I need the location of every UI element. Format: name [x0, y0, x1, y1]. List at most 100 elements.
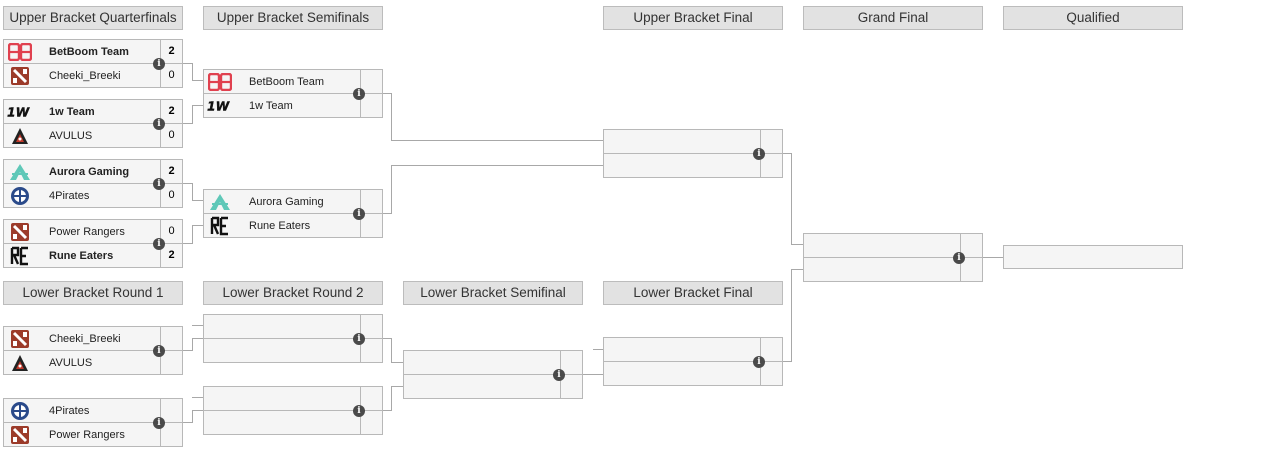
- team-name: Power Rangers: [49, 225, 125, 238]
- team-slot[interactable]: [604, 130, 760, 153]
- header-lower-bracket-final: Lower Bracket Final: [603, 281, 783, 305]
- team-name: 1w Team: [49, 105, 95, 118]
- team-slot[interactable]: Cheeki_Breeki: [4, 64, 160, 87]
- match-info-icon[interactable]: i: [753, 356, 765, 368]
- team-score: 2: [160, 160, 182, 183]
- team-slot[interactable]: Rune Eaters: [204, 214, 360, 237]
- 1w-logo-icon: 1W: [207, 95, 233, 117]
- team-slot[interactable]: [804, 258, 960, 281]
- team-slot[interactable]: [604, 338, 760, 361]
- svg-text:1W: 1W: [7, 105, 31, 119]
- match-info-icon[interactable]: i: [153, 118, 165, 130]
- match-ubqf-3[interactable]: Aurora Gaming 2 4Pirates 0 i: [3, 159, 183, 208]
- match-ubsf-2[interactable]: Aurora Gaming Rune Eaters i: [203, 189, 383, 238]
- team-score: 0: [160, 220, 182, 243]
- team-slot[interactable]: Rune Eaters: [4, 244, 160, 267]
- qualified-slot[interactable]: [1003, 245, 1183, 269]
- avulus-logo-icon: [7, 352, 33, 374]
- match-info-icon[interactable]: i: [753, 148, 765, 160]
- aurora-logo-icon: [207, 191, 233, 213]
- match-info-icon[interactable]: i: [153, 178, 165, 190]
- team-slot[interactable]: BetBoom Team: [204, 70, 360, 93]
- team-slot[interactable]: [604, 362, 760, 385]
- match-lbr1-b[interactable]: 4Pirates Power Rangers i: [3, 398, 183, 447]
- team-score: [360, 70, 382, 93]
- match-lbr2-a[interactable]: i: [203, 314, 383, 363]
- team-slot[interactable]: [404, 351, 560, 374]
- dota-logo-icon: [7, 221, 33, 243]
- team-score: [360, 315, 382, 338]
- team-name: Power Rangers: [49, 428, 125, 441]
- team-score: 2: [160, 40, 182, 63]
- team-score: 0: [160, 124, 182, 147]
- match-info-icon[interactable]: i: [353, 88, 365, 100]
- team-slot[interactable]: 4Pirates: [4, 399, 160, 422]
- team-slot[interactable]: Aurora Gaming: [204, 190, 360, 213]
- match-info-icon[interactable]: i: [353, 405, 365, 417]
- team-slot[interactable]: [404, 375, 560, 398]
- match-info-icon[interactable]: i: [353, 333, 365, 345]
- match-grand-final[interactable]: i: [803, 233, 983, 282]
- team-name: Aurora Gaming: [49, 165, 130, 178]
- match-ubqf-4[interactable]: Power Rangers 0 Rune Eaters 2 i: [3, 219, 183, 268]
- team-slot[interactable]: [204, 411, 360, 434]
- 4pirates-logo-icon: [7, 185, 33, 207]
- team-slot[interactable]: 1W 1w Team: [4, 100, 160, 123]
- team-score: [360, 190, 382, 213]
- header-upper-bracket-quarterfinals: Upper Bracket Quarterfinals: [3, 6, 183, 30]
- match-ubqf-2[interactable]: 1W 1w Team 2 AVULUS 0 i: [3, 99, 183, 148]
- match-lbr2-b[interactable]: i: [203, 386, 383, 435]
- team-slot[interactable]: BetBoom Team: [4, 40, 160, 63]
- betboom-logo-icon: [7, 41, 33, 63]
- match-info-icon[interactable]: i: [153, 417, 165, 429]
- match-lbsf[interactable]: i: [403, 350, 583, 399]
- team-name: Rune Eaters: [49, 249, 114, 262]
- team-slot[interactable]: AVULUS: [4, 124, 160, 147]
- dota-logo-icon: [7, 65, 33, 87]
- match-info-icon[interactable]: i: [353, 208, 365, 220]
- team-slot[interactable]: Power Rangers: [4, 220, 160, 243]
- team-score: [160, 351, 182, 374]
- team-score: [160, 327, 182, 350]
- betboom-logo-icon: [207, 71, 233, 93]
- match-ubsf-1[interactable]: BetBoom Team 1W 1w Team i: [203, 69, 383, 118]
- team-name: Aurora Gaming: [249, 195, 324, 208]
- team-slot[interactable]: [204, 315, 360, 338]
- dota-logo-icon: [7, 328, 33, 350]
- team-slot[interactable]: 1W 1w Team: [204, 94, 360, 117]
- team-slot[interactable]: [804, 234, 960, 257]
- match-ubf[interactable]: i: [603, 129, 783, 178]
- team-slot[interactable]: [604, 154, 760, 177]
- header-upper-bracket-final: Upper Bracket Final: [603, 6, 783, 30]
- team-score: 2: [160, 244, 182, 267]
- team-name: 4Pirates: [49, 404, 90, 417]
- match-lbr1-a[interactable]: Cheeki_Breeki AVULUS i: [3, 326, 183, 375]
- team-score: [360, 387, 382, 410]
- match-info-icon[interactable]: i: [153, 345, 165, 357]
- team-slot[interactable]: AVULUS: [4, 351, 160, 374]
- team-slot[interactable]: [204, 387, 360, 410]
- aurora-logo-icon: [7, 161, 33, 183]
- team-slot[interactable]: Aurora Gaming: [4, 160, 160, 183]
- svg-text:1W: 1W: [207, 99, 231, 113]
- team-score: [360, 94, 382, 117]
- team-slot[interactable]: 4Pirates: [4, 184, 160, 207]
- match-ubqf-1[interactable]: BetBoom Team 2 Cheeki_Breeki 0 i: [3, 39, 183, 88]
- match-info-icon[interactable]: i: [553, 369, 565, 381]
- team-slot[interactable]: Power Rangers: [4, 423, 160, 446]
- team-score: [760, 338, 782, 361]
- team-slot[interactable]: Cheeki_Breeki: [4, 327, 160, 350]
- match-info-icon[interactable]: i: [153, 58, 165, 70]
- team-score: [360, 411, 382, 434]
- team-score: [160, 423, 182, 446]
- header-qualified: Qualified: [1003, 6, 1183, 30]
- team-name: BetBoom Team: [249, 75, 325, 88]
- team-name: Rune Eaters: [249, 219, 311, 232]
- team-name: BetBoom Team: [49, 45, 129, 58]
- 1w-logo-icon: 1W: [7, 101, 33, 123]
- team-score: [360, 339, 382, 362]
- match-info-icon[interactable]: i: [953, 252, 965, 264]
- match-info-icon[interactable]: i: [153, 238, 165, 250]
- team-slot[interactable]: [204, 339, 360, 362]
- match-lbf[interactable]: i: [603, 337, 783, 386]
